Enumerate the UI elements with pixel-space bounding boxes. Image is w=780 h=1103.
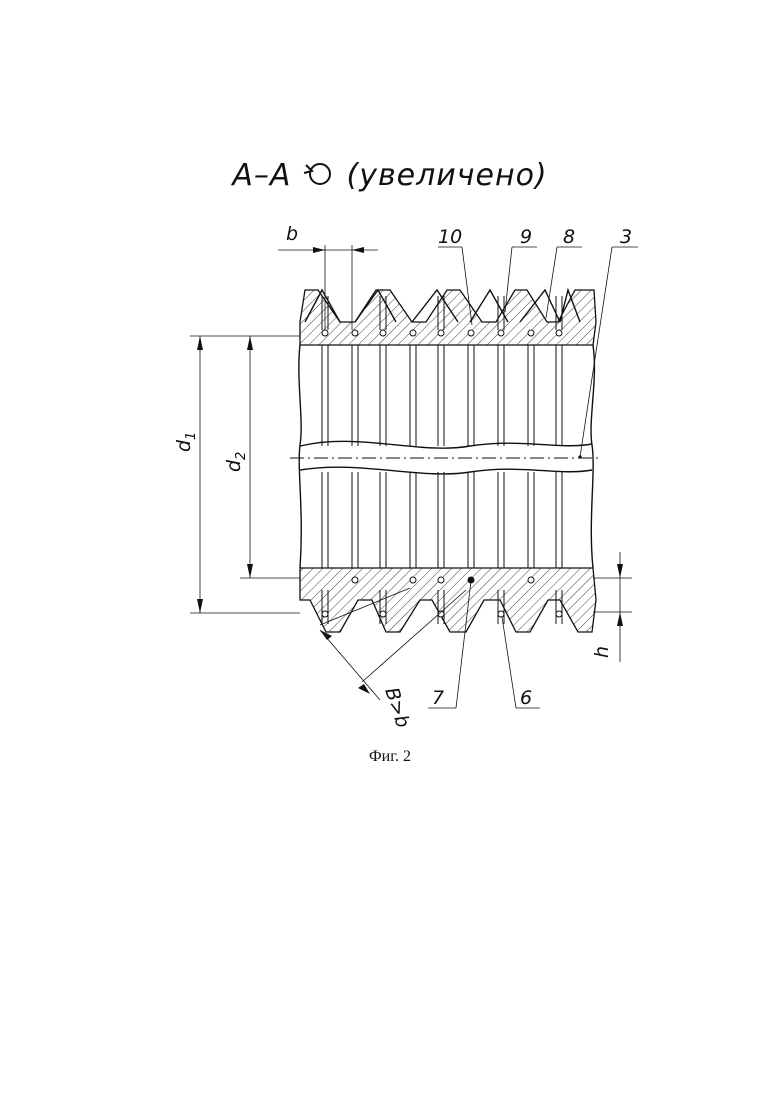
cavity-outline	[290, 345, 600, 568]
callout-9: 9	[520, 226, 532, 248]
top-band-hatch	[300, 290, 596, 345]
figure-caption: Фиг. 2	[0, 748, 780, 766]
callout-10: 10	[438, 226, 462, 248]
top-band	[300, 290, 596, 345]
callout-6: 6	[520, 687, 532, 709]
dimension-d2: d2	[223, 336, 300, 578]
bottom-band-hatch	[300, 568, 596, 632]
bottom-band	[300, 568, 596, 632]
dimension-d1-label: d1	[173, 432, 199, 452]
callout-7: 7	[432, 687, 444, 709]
dimension-B-label: B>b	[380, 685, 414, 731]
callout-8: 8	[563, 226, 575, 248]
dimension-h: h	[591, 552, 632, 662]
callout-3: 3	[620, 226, 632, 248]
dimension-d1: d1	[173, 336, 300, 613]
dimension-b-label: b	[286, 223, 298, 245]
dimension-h-label: h	[591, 646, 613, 658]
dimension-d2-label: d2	[223, 452, 249, 472]
